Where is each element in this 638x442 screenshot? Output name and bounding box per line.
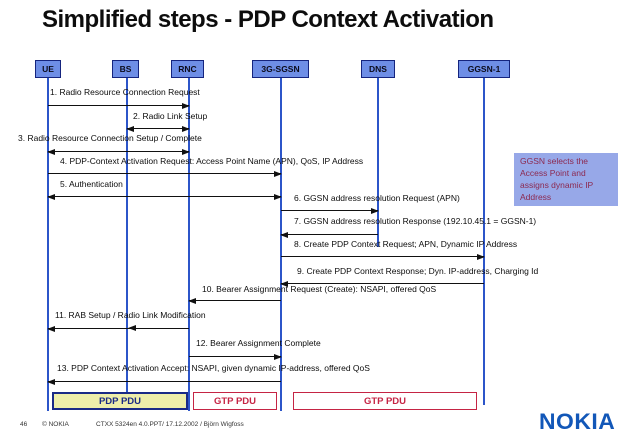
lifeline-ggsn-1 bbox=[483, 78, 485, 405]
message-arrow-7 bbox=[280, 232, 378, 239]
entity-box-bs: BS bbox=[112, 60, 139, 78]
doc-info: CTXX 5324en 4.0.PPT/ 17.12.2002 / Björn … bbox=[96, 421, 244, 428]
message-label-9: 9. Create PDP Context Response; Dyn. IP-… bbox=[297, 266, 539, 276]
lifeline-3g-sgsn bbox=[280, 78, 282, 411]
page-number: 46 bbox=[20, 421, 28, 428]
lifeline-dns bbox=[377, 78, 379, 247]
message-label-5: 5. Authentication bbox=[60, 179, 123, 189]
message-arrow-12 bbox=[189, 354, 282, 361]
entity-box-rnc: RNC bbox=[171, 60, 204, 78]
message-label-10: 10. Bearer Assignment Request (Create): … bbox=[202, 284, 437, 294]
message-arrow-13 bbox=[47, 379, 281, 386]
message-arrow-9 bbox=[280, 281, 484, 288]
copyright-label: © NOKIA bbox=[42, 421, 69, 428]
lifeline-ue bbox=[47, 78, 49, 411]
nokia-logo: NOKIA bbox=[539, 409, 616, 434]
slide-title: Simplified steps - PDP Context Activatio… bbox=[42, 6, 494, 33]
message-arrow-2 bbox=[126, 126, 190, 133]
message-arrow-8 bbox=[281, 254, 485, 261]
message-arrow-11 bbox=[47, 326, 189, 333]
message-label-3: 3. Radio Resource Connection Setup / Com… bbox=[18, 133, 202, 143]
message-label-8: 8. Create PDP Context Request; APN, Dyna… bbox=[294, 239, 518, 249]
message-label-13: 13. PDP Context Activation Accept: NSAPI… bbox=[57, 363, 370, 373]
message-arrow-10 bbox=[188, 298, 281, 305]
entity-box-ggsn-1: GGSN-1 bbox=[458, 60, 510, 78]
message-arrow-4 bbox=[48, 171, 282, 178]
message-arrow-3 bbox=[47, 149, 190, 156]
message-label-1: 1. Radio Resource Connection Request bbox=[50, 87, 200, 97]
message-arrow-1 bbox=[48, 103, 190, 110]
pdu-box-gtp-1: GTP PDU bbox=[193, 392, 277, 410]
message-arrow-6 bbox=[281, 208, 379, 215]
annotation-note: GGSN selects the Access Point and assign… bbox=[514, 153, 618, 206]
message-label-2: 2. Radio Link Setup bbox=[133, 111, 208, 121]
message-label-12: 12. Bearer Assignment Complete bbox=[196, 338, 321, 348]
lifeline-rnc bbox=[188, 78, 190, 411]
pdu-box-pdp: PDP PDU bbox=[52, 392, 188, 410]
message-arrow-11-mid-head bbox=[128, 325, 136, 332]
message-label-7: 7. GGSN address resolution Response (192… bbox=[294, 216, 537, 226]
message-arrow-5 bbox=[47, 194, 282, 201]
entity-box-dns: DNS bbox=[361, 60, 395, 78]
message-label-4: 4. PDP-Context Activation Request: Acces… bbox=[60, 156, 364, 166]
message-label-6: 6. GGSN address resolution Request (APN) bbox=[294, 193, 460, 203]
message-label-11: 11. RAB Setup / Radio Link Modification bbox=[55, 310, 206, 320]
entity-box-3g-sgsn: 3G-SGSN bbox=[252, 60, 309, 78]
pdu-box-gtp-2: GTP PDU bbox=[293, 392, 477, 410]
entity-box-ue: UE bbox=[35, 60, 61, 78]
lifeline-bs bbox=[126, 78, 128, 392]
